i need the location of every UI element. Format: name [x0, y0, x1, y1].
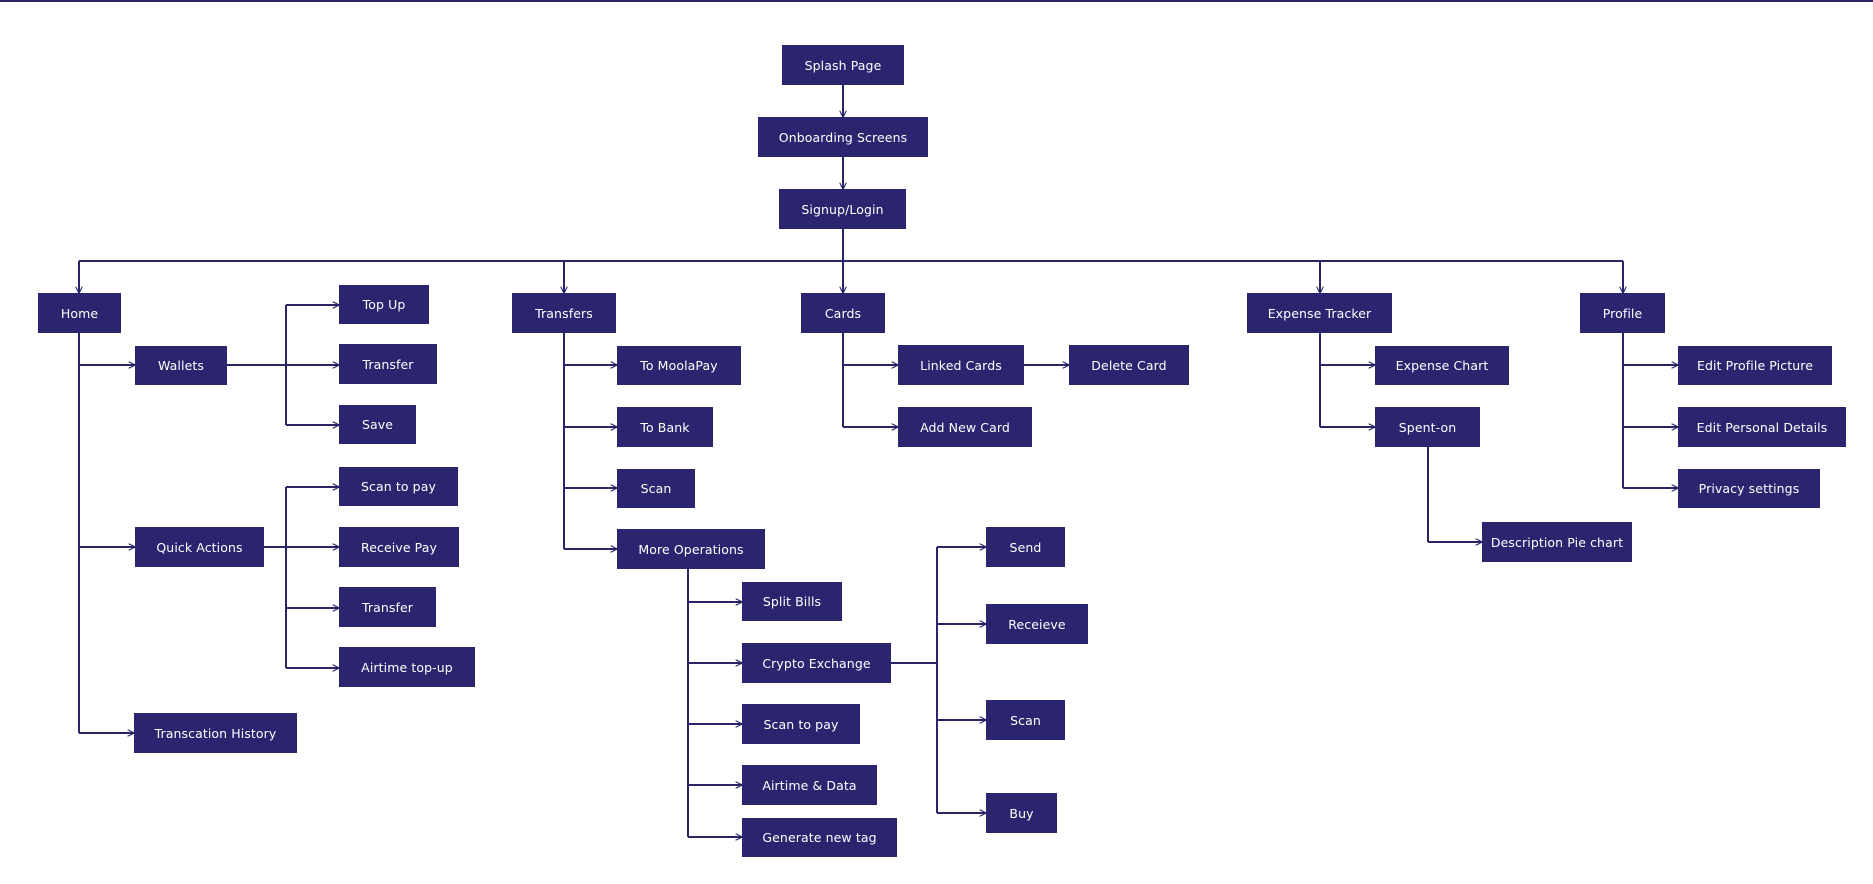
node-generate-new-tag[interactable]: Generate new tag: [742, 818, 897, 857]
node-cards[interactable]: Cards: [801, 293, 885, 333]
node-linked-cards[interactable]: Linked Cards: [898, 345, 1024, 385]
node-crypto-exchange[interactable]: Crypto Exchange: [742, 643, 891, 683]
node-receive-pay[interactable]: Receive Pay: [339, 527, 459, 567]
node-transaction-history[interactable]: Transcation History: [134, 713, 297, 753]
node-crypto-scan[interactable]: Scan: [986, 700, 1065, 740]
node-top-up[interactable]: Top Up: [339, 285, 429, 324]
node-edit-profile-picture[interactable]: Edit Profile Picture: [1678, 346, 1832, 385]
node-qa-transfer[interactable]: Transfer: [339, 587, 436, 627]
node-save[interactable]: Save: [339, 405, 416, 444]
node-airtime-data[interactable]: Airtime & Data: [742, 765, 877, 805]
node-expense-chart[interactable]: Expense Chart: [1375, 346, 1509, 385]
node-spent-on[interactable]: Spent-on: [1375, 407, 1480, 447]
node-to-bank[interactable]: To Bank: [617, 407, 713, 447]
node-qa-scan-to-pay[interactable]: Scan to pay: [339, 467, 458, 506]
node-transfers[interactable]: Transfers: [512, 293, 616, 333]
node-to-moolapay[interactable]: To MoolaPay: [617, 346, 741, 385]
node-send[interactable]: Send: [986, 527, 1065, 567]
node-signup-login[interactable]: Signup/Login: [779, 189, 906, 229]
node-buy[interactable]: Buy: [986, 793, 1057, 833]
node-splash-page[interactable]: Splash Page: [782, 45, 904, 85]
node-transfers-scan[interactable]: Scan: [617, 469, 695, 508]
node-profile[interactable]: Profile: [1580, 293, 1665, 333]
node-split-bills[interactable]: Split Bills: [742, 582, 842, 621]
node-mo-scan-to-pay[interactable]: Scan to pay: [742, 704, 860, 744]
node-privacy-settings[interactable]: Privacy settings: [1678, 469, 1820, 508]
node-wallet-transfer[interactable]: Transfer: [339, 344, 437, 384]
node-description-pie-chart[interactable]: Description Pie chart: [1482, 522, 1632, 562]
node-edit-personal-details[interactable]: Edit Personal Details: [1678, 407, 1846, 447]
node-home[interactable]: Home: [38, 293, 121, 333]
node-add-new-card[interactable]: Add New Card: [898, 407, 1032, 447]
node-quick-actions[interactable]: Quick Actions: [135, 527, 264, 567]
node-wallets[interactable]: Wallets: [135, 346, 227, 385]
top-border-line: [0, 0, 1873, 2]
node-receive[interactable]: Receieve: [986, 604, 1088, 644]
node-expense-tracker[interactable]: Expense Tracker: [1247, 293, 1392, 333]
node-delete-card[interactable]: Delete Card: [1069, 345, 1189, 385]
node-more-operations[interactable]: More Operations: [617, 529, 765, 569]
node-onboarding-screens[interactable]: Onboarding Screens: [758, 117, 928, 157]
node-airtime-topup[interactable]: Airtime top-up: [339, 647, 475, 687]
